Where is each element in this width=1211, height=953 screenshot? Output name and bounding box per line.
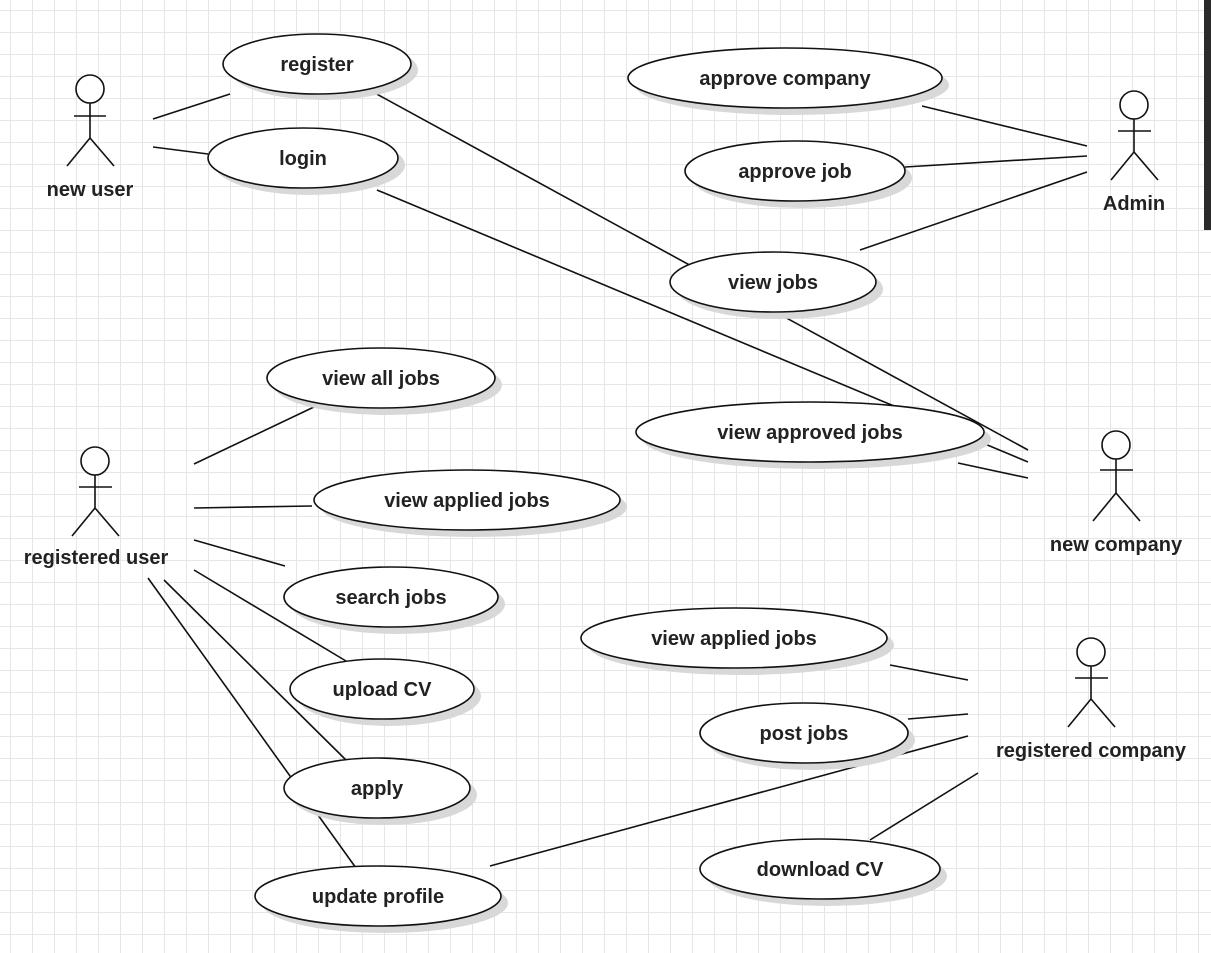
use-case-label: view applied jobs <box>384 490 550 512</box>
use-case-label: view applied jobs <box>651 628 817 650</box>
use-case-update-profile[interactable]: update profile <box>254 865 508 933</box>
association-registered-user-upload-cv[interactable] <box>193 569 347 662</box>
use-case-apply[interactable]: apply <box>283 757 477 825</box>
use-case-label: post jobs <box>760 723 849 745</box>
association-download-cv-registered-company[interactable] <box>869 772 979 841</box>
association-registered-user-view-applied-jobs[interactable] <box>193 505 313 509</box>
use-case-label: login <box>279 148 327 170</box>
actor-head <box>1119 90 1149 120</box>
actor-label-admin: Admin <box>1103 193 1165 215</box>
actor-head <box>1101 430 1131 460</box>
use-case-approve-job[interactable]: approve job <box>684 140 912 208</box>
use-case-label: register <box>280 54 354 76</box>
association-approve-company-admin[interactable] <box>921 105 1088 147</box>
actor-registered-user[interactable] <box>71 446 120 537</box>
use-case-post-jobs[interactable]: post jobs <box>699 702 915 770</box>
actor-admin[interactable] <box>1110 90 1159 181</box>
use-case-upload-cv[interactable]: upload CV <box>289 658 481 726</box>
association-view-applied-jobs-company-registered-company[interactable] <box>889 664 969 681</box>
use-case-label: search jobs <box>335 587 446 609</box>
actor-head <box>75 74 105 104</box>
use-case-view-approved-jobs[interactable]: view approved jobs <box>635 401 991 469</box>
use-case-label: view approved jobs <box>717 422 903 444</box>
association-view-jobs-admin[interactable] <box>859 171 1088 251</box>
actor-new-user[interactable] <box>66 74 115 167</box>
use-case-register[interactable]: register <box>222 33 418 100</box>
actor-head <box>80 446 110 476</box>
scrollbar-edge[interactable] <box>1204 0 1211 230</box>
use-case-label: download CV <box>757 859 884 881</box>
actor-label-new-user: new user <box>47 179 134 201</box>
use-case-label: view jobs <box>728 272 818 294</box>
association-registered-user-search-jobs[interactable] <box>193 539 286 567</box>
association-new-user-register[interactable] <box>152 93 231 120</box>
associations <box>147 91 1088 869</box>
actor-head <box>1076 637 1106 667</box>
association-registered-user-update-profile[interactable] <box>147 577 357 869</box>
use-case-view-all-jobs[interactable]: view all jobs <box>266 347 502 415</box>
use-case-label: update profile <box>312 886 444 908</box>
actor-registered-company[interactable] <box>1067 637 1116 728</box>
use-case-label: approve job <box>738 161 851 183</box>
use-case-search-jobs[interactable]: search jobs <box>283 566 505 634</box>
association-view-approved-jobs-new-company[interactable] <box>957 462 1029 479</box>
association-registered-user-view-all-jobs[interactable] <box>193 405 317 465</box>
use-case-label: approve company <box>699 68 871 90</box>
actor-new-company[interactable] <box>1092 430 1141 522</box>
association-registered-user-apply[interactable] <box>163 579 347 761</box>
use-case-download-cv[interactable]: download CV <box>699 838 947 906</box>
association-new-user-login[interactable] <box>152 146 209 155</box>
use-case-view-applied-jobs-user[interactable]: view applied jobs <box>313 469 627 537</box>
actor-label-registered-company: registered company <box>996 740 1187 762</box>
use-case-view-jobs[interactable]: view jobs <box>669 251 883 319</box>
use-case-label: upload CV <box>333 679 433 701</box>
use-case-label: apply <box>351 778 404 800</box>
use-case-label: view all jobs <box>322 368 440 390</box>
association-approve-job-admin[interactable] <box>904 155 1088 168</box>
actor-label-registered-user: registered user <box>24 547 169 569</box>
association-post-jobs-registered-company[interactable] <box>907 713 969 720</box>
use-case-view-applied-jobs-company[interactable]: view applied jobs <box>580 607 894 675</box>
actor-label-new-company: new company <box>1050 534 1183 556</box>
use-case-approve-company[interactable]: approve company <box>627 47 949 115</box>
use-case-login[interactable]: login <box>207 127 405 195</box>
